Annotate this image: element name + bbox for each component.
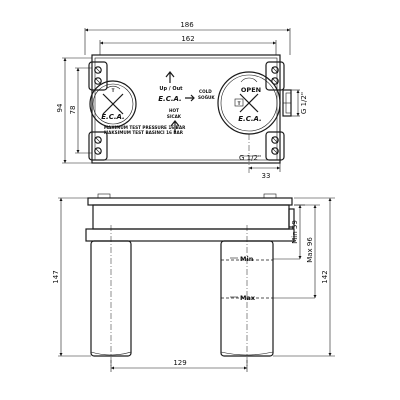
up-out-label: Up / Out [159,86,183,92]
dimension-overall-width: 186 [84,21,291,55]
side-body-collar [85,228,295,242]
right-dial-square-icon [234,98,244,107]
side-port: G 1/2" [282,89,308,117]
right-dial: OPEN T E.C.A. [217,71,281,135]
left-dial: T E.C.A. [89,80,137,128]
mounting-lug-bottom-left [88,131,108,161]
valve-body-inner-outline [94,57,278,161]
side-port-thread-label: G 1/2" [300,92,308,114]
mounting-lug-top-left [88,61,108,91]
outlet-thread: G 1/2" [239,134,261,175]
min-label: Min [240,255,254,263]
cold-alt-label: SOĞUK [198,95,215,100]
max-label: Max [240,294,256,302]
dimension-spout-spacing: 129 [110,359,248,372]
dimension-129-label: 129 [173,359,186,367]
left-dial-brand: E.C.A. [101,113,124,121]
dimension-min-depth: Min 59 [291,204,305,259]
min-marker: Min [230,255,300,263]
mounting-lug-top-right [265,61,285,91]
mounting-plate [87,197,293,206]
hot-label: HOT [169,108,179,113]
dimension-overall-depth: 147 [52,197,91,357]
dimension-height-outer: 94 [56,57,92,164]
side-view: Min Max 147 Min 59 Max 96 [52,193,335,372]
right-cartridge [220,225,274,368]
right-arrow-icon [185,94,195,102]
dimension-total-height: 142 [273,197,335,357]
dimension-max-label: Max 96 [306,237,314,263]
hot-alt-label: SICAK [167,114,182,119]
brand-center: E.C.A. COLD SOĞUK [158,89,215,103]
cold-label: COLD [199,89,212,94]
center-brand: E.C.A. [158,95,181,103]
valve-body-outline [91,54,281,164]
dimension-147-label: 147 [52,270,60,283]
dimension-186-label: 186 [180,21,194,29]
pressure-text-line-2: MAKSIMUM TEST BASINCI 16 BAR [104,130,184,135]
dimension-162-label: 162 [181,35,194,43]
mounting-lug-bottom-right [265,131,285,161]
right-dial-arc [240,77,258,83]
left-cartridge [90,225,132,368]
up-out-indicator: Up / Out [159,71,183,92]
dimension-94-label: 94 [56,103,64,112]
plate-tab-right [263,193,277,199]
hot-arrow-icon [170,120,180,132]
side-body-port [288,208,295,228]
outlet-thread-label: G 1/2" [239,154,261,162]
pressure-text-line-1: MAXIMUM TEST PRESSURE 16 BAR [104,125,186,130]
side-body-upper [92,204,290,230]
dimension-outlet-offset: 33 [249,163,281,180]
right-dial-letter: T [238,101,241,106]
right-dial-brand: E.C.A. [238,115,261,123]
dimension-142-label: 142 [321,270,329,283]
dimension-78-label: 78 [69,106,77,115]
left-dial-arc [105,85,121,90]
max-marker: Max [230,294,315,302]
dimension-hole-spacing: 162 [99,35,277,55]
left-dial-small-text: T [112,88,115,93]
dimension-min-label: Min 59 [291,220,299,244]
open-label: OPEN [241,86,261,94]
top-view: 186 162 94 78 [56,21,308,180]
dimension-max-depth: Max 96 [294,204,320,298]
up-arrow-icon [165,71,175,83]
hot-indicator: HOT SICAK [167,108,182,132]
plate-tab-left [97,193,111,199]
dimension-33-label: 33 [262,172,271,180]
